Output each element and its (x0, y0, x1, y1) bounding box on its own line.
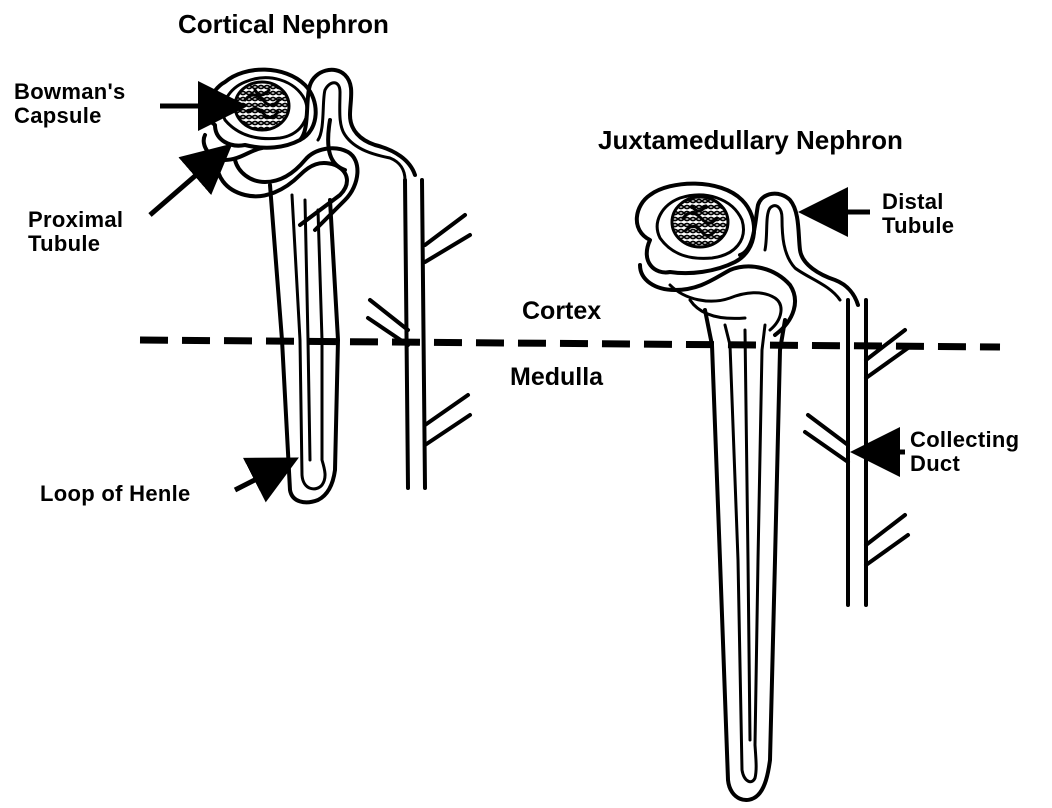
collecting-duct-label-line2: Duct (910, 452, 1019, 476)
proximal-tubule-label: Proximal Tubule (28, 208, 123, 256)
bowmans-capsule-label: Bowman's Capsule (14, 80, 126, 128)
distal-tubule-label-line2: Tubule (882, 214, 954, 238)
juxtamedullary-nephron (637, 184, 908, 800)
juxta-glomerulus (672, 197, 728, 247)
cortical-nephron (204, 70, 470, 503)
collecting-duct-label-line1: Collecting (910, 428, 1019, 452)
bowmans-capsule-label-line1: Bowman's (14, 80, 126, 104)
distal-tubule-label-line1: Distal (882, 190, 954, 214)
cortical-collecting-duct (405, 180, 425, 488)
proximal-tubule-label-line2: Tubule (28, 232, 123, 256)
cortex-label: Cortex (522, 298, 601, 326)
juxtamedullary-nephron-title: Juxtamedullary Nephron (598, 126, 903, 155)
proximal-tubule-pointer (150, 150, 225, 215)
loop-of-henle-label: Loop of Henle (40, 482, 191, 506)
proximal-tubule-label-line1: Proximal (28, 208, 123, 232)
medulla-label: Medulla (510, 364, 603, 392)
cortical-glomerulus (235, 82, 289, 130)
cortex-medulla-boundary (140, 340, 1000, 347)
distal-tubule-label: Distal Tubule (882, 190, 954, 238)
collecting-duct-label: Collecting Duct (910, 428, 1019, 476)
cortical-nephron-title: Cortical Nephron (178, 10, 389, 39)
bowmans-capsule-label-line2: Capsule (14, 104, 126, 128)
loop-of-henle-pointer (235, 462, 290, 490)
